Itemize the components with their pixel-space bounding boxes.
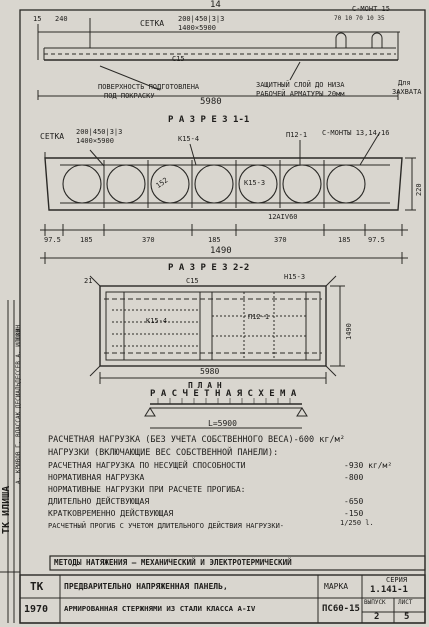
page-mark: 14	[210, 0, 221, 10]
load-row-label: НОРМАТИВНЫЕ НАГРУЗКИ ПРИ РАСЧЕТЕ ПРОГИБА…	[48, 485, 246, 494]
org-code: ТК	[30, 580, 44, 593]
zaxvat-2: ЗАХВАТА	[392, 88, 422, 96]
s1-bar: 12АIV60	[268, 213, 298, 221]
deflection-text: РАСЧЕТНЫЙ ПРОГИБ С УЧЕТОМ ДЛИТЕЛЬНОГО ДЕ…	[48, 522, 285, 530]
methods-note: МЕТОДЫ НАТЯЖЕНИЯ — МЕХАНИЧЕСКИЙ И ЭЛЕКТР…	[54, 558, 292, 567]
load-row-value: -930 кг/м²	[344, 461, 393, 470]
s1-dim-1: 185	[80, 236, 93, 244]
s1-setka-spec-2: 1400×5900	[76, 137, 114, 145]
load-row-value: -150	[344, 509, 364, 518]
s1-dim-0: 97.5	[44, 236, 61, 244]
s1-dim-2: 370	[142, 236, 155, 244]
s1-dim-5: 185	[338, 236, 351, 244]
s2-width: 1490	[345, 323, 353, 340]
dim-240: 240	[55, 15, 68, 23]
side-nums: 180	[15, 329, 22, 340]
s1-total: 1490	[210, 246, 232, 256]
s2-c21: 21	[84, 277, 93, 285]
s2-p12: П12-1	[248, 313, 270, 321]
s2-c15: С15	[186, 277, 199, 285]
issue-label: ВЫПУСК	[364, 599, 386, 606]
s1-p12-1: П12-1	[286, 131, 308, 139]
doc-name-1: ПРЕДВАРИТЕЛЬНО НАПРЯЖЕННАЯ ПАНЕЛЬ,	[64, 582, 228, 591]
setka-label: СЕТКА	[140, 19, 165, 28]
issue-value: 2	[374, 612, 380, 622]
loads-line-1: РАСЧЕТНАЯ НАГРУЗКА (БЕЗ УЧЕТА СОБСТВЕННО…	[48, 435, 345, 445]
year: 1970	[24, 604, 49, 615]
c15-label: С15	[172, 55, 185, 63]
setka-spec-2: 1400×5900	[178, 24, 216, 32]
plan-title: П Л А Н	[188, 381, 222, 390]
side-names: А. КРИВОВ Г. ВЛАССАК ДЕСИАЛЬДЕССЕВ А. ИЛ…	[15, 325, 22, 484]
load-row-label: КРАТКОВРЕМЕННО ДЕЙСТВУЮЩАЯ	[48, 509, 174, 518]
series-label: СЕРИЯ	[386, 576, 408, 584]
s1-smonty: С-МОНТЫ 13,14,16	[322, 129, 390, 137]
surface-note-2: ПОД ПОКРАСКУ	[104, 92, 155, 100]
load-row-label: НОРМАТИВНАЯ НАГРУЗКА	[48, 473, 145, 482]
side-stamp: ТК ИЛИША	[1, 485, 12, 534]
s1-height: 220	[415, 183, 423, 196]
smonty-label: С-МОНТ 15	[352, 5, 390, 13]
surface-note-1: ПОВЕРХНОСТЬ ПОДГОТОВЛЕНА	[98, 83, 200, 91]
load-row-label: РАСЧЕТНАЯ НАГРУЗКА ПО НЕСУЩЕЙ СПОСОБНОСТ…	[48, 461, 246, 470]
cover-note-2: РАБОЧЕЙ АРМАТУРЫ 20мм	[256, 90, 345, 98]
doc-name-2: АРМИРОВАННАЯ СТЕРЖНЯМИ ИЗ СТАЛИ КЛАССА А…	[64, 604, 256, 613]
sheet-value: 5	[404, 612, 410, 622]
setka-spec-1: 200|450|3|3	[178, 15, 225, 23]
load-row-value: -650	[344, 497, 364, 506]
sheet-label: ЛИСТ	[398, 599, 413, 606]
load-row-label: ДЛИТЕЛЬНО ДЕЙСТВУЮЩАЯ	[48, 497, 150, 506]
s1-k15-4: К15-4	[178, 135, 200, 143]
s2-h15: Н15-3	[284, 273, 306, 281]
dim-15: 15	[33, 15, 42, 23]
calc-span: L=5900	[208, 419, 237, 428]
s1-setka-label: СЕТКА	[40, 132, 65, 141]
section-1-title: Р А З Р Е З 1-1	[168, 115, 250, 125]
zaxvat-1: Для	[398, 79, 411, 87]
series-value: 1.141-1	[370, 585, 408, 595]
s1-dim-4: 370	[274, 236, 287, 244]
mark-label: МАРКА	[324, 582, 349, 591]
cover-note-1: ЗАЩИТНЫЙ СЛОЙ ДО НИЗА	[256, 81, 345, 89]
calc-title: Р А С Ч Е Т Н А Я С Х Е М А	[150, 389, 297, 399]
s2-length: 5980	[200, 367, 220, 376]
s1-dim-6: 97.5	[368, 236, 385, 244]
section-2-title: Р А З Р Е З 2-2	[168, 263, 250, 273]
loads-line-2: НАГРУЗКИ (ВКЛЮЧАЮЩИЕ ВЕС СОБСТВЕННОЙ ПАН…	[48, 448, 279, 458]
s2-k15-4: К15-4	[146, 317, 168, 325]
length-5980: 5980	[200, 97, 222, 107]
deflection-value: 1/250 l.	[340, 519, 374, 527]
load-row-value: -800	[344, 473, 364, 482]
s1-setka-spec-1: 200|450|3|3	[76, 128, 123, 136]
mark-value: ПС60-15	[322, 604, 360, 614]
s1-dim-3: 185	[208, 236, 221, 244]
s1-k15-3: К15-3	[244, 179, 266, 187]
smonty-dims: 70 10 70 10 35	[334, 15, 385, 22]
